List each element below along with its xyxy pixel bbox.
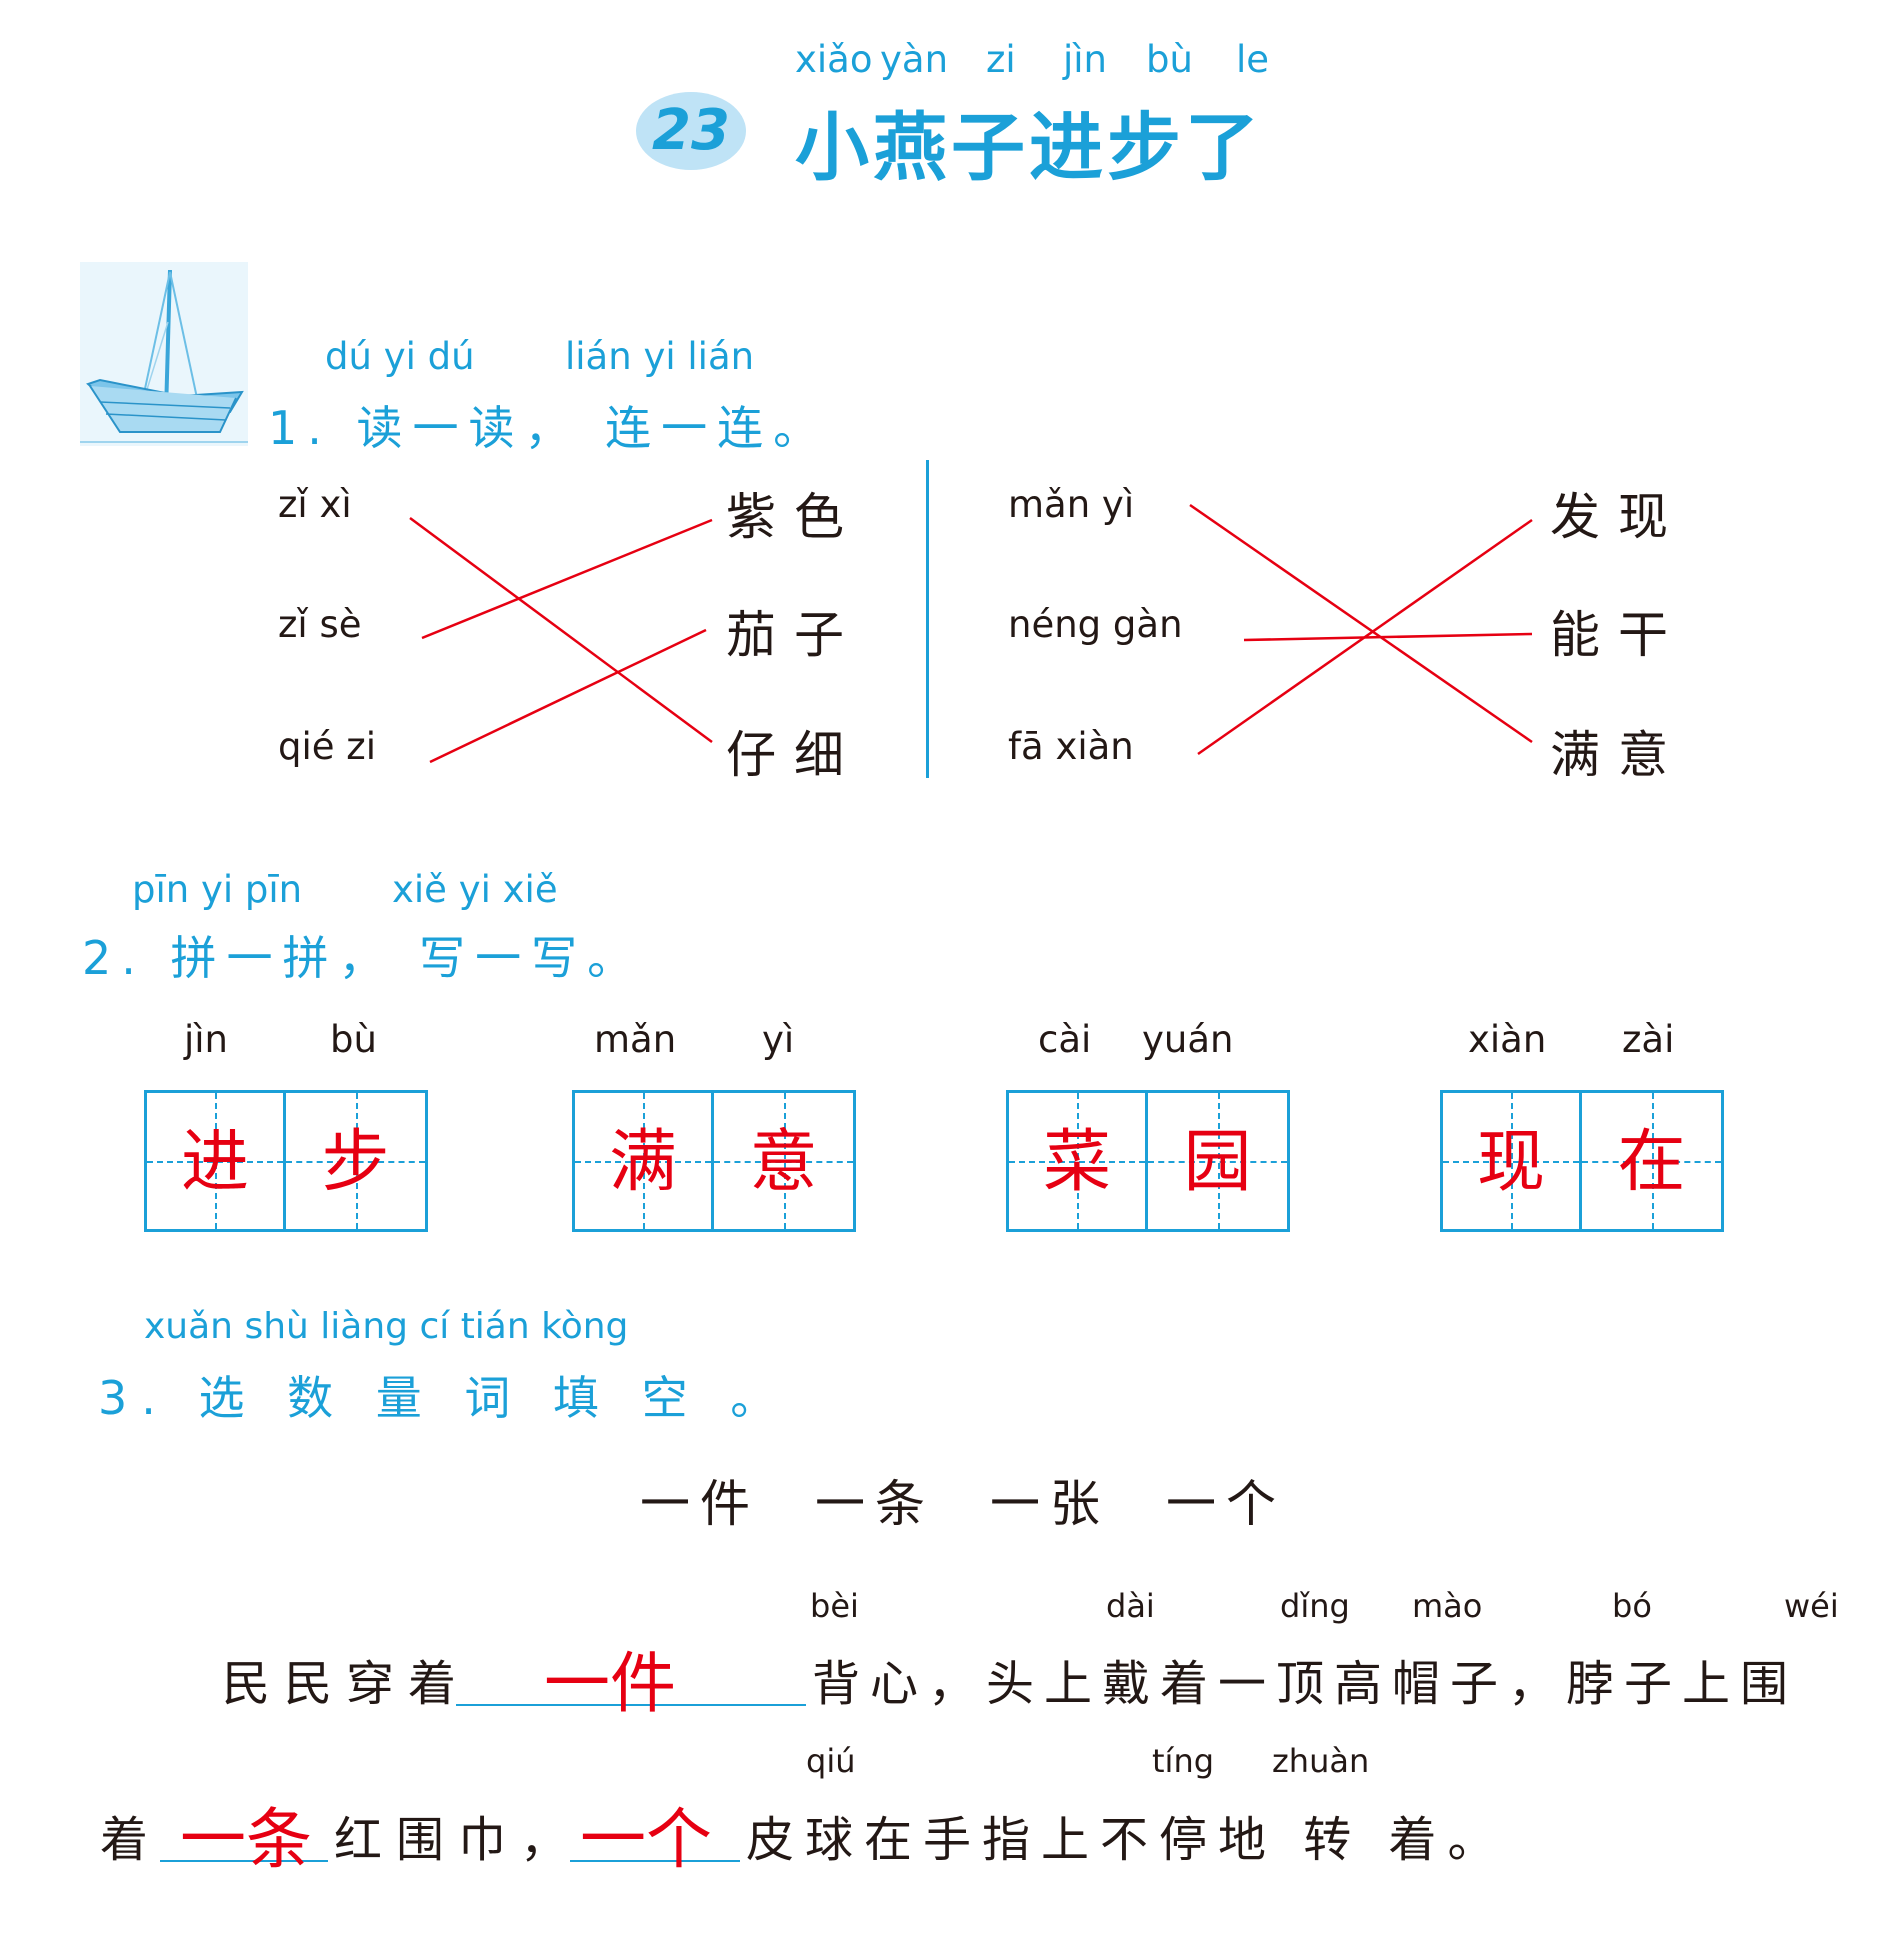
line2-blank-1[interactable]	[160, 1860, 328, 1862]
title-pinyin-6: le	[1236, 38, 1270, 81]
title-pinyin-1: xiǎo	[795, 38, 873, 81]
q2-item3-char-2: 园	[1183, 1123, 1252, 1202]
line2-pinyin-zhuan: zhuàn	[1272, 1742, 1370, 1780]
q1-left-word-3: 仔细	[726, 726, 862, 784]
line-zise-zise	[421, 518, 713, 640]
q1-left-word-2: 茄子	[726, 606, 862, 664]
q3-option-4: 一个	[1166, 1475, 1286, 1533]
q2-pinyin-spell: pīn yi pīn	[132, 868, 303, 911]
q2-item2-writing-grid: 满 意	[572, 1090, 856, 1232]
q2-item2-char-1: 满	[608, 1123, 677, 1202]
page-title: 小燕子进步了	[795, 105, 1263, 191]
line2-pinyin-qiu: qiú	[806, 1742, 856, 1780]
line1-pinyin-dai: dài	[1106, 1587, 1155, 1625]
q3-pinyin: xuǎn shù liàng cí tián kòng	[144, 1306, 629, 1347]
line2-start: 着	[100, 1812, 163, 1868]
q2-item1-pinyin-2: bù	[330, 1018, 377, 1061]
q2-item3-char-1: 菜	[1042, 1123, 1111, 1202]
line1-answer: 一件	[544, 1645, 676, 1722]
line-nenggan-nenggan	[1243, 632, 1533, 642]
q2-item2-pinyin-2: yì	[762, 1018, 795, 1061]
q1-pinyin-read: dú yi dú	[325, 335, 475, 378]
q2-item4-char-2: 在	[1617, 1123, 1686, 1202]
q1-right-pinyin-2: néng gàn	[1008, 603, 1183, 646]
q2-item4-char-1: 现	[1476, 1123, 1545, 1202]
q2-item4-pinyin-2: zài	[1622, 1018, 1675, 1061]
line1-after: 背心，头上戴着一顶高帽子，脖子上围	[812, 1656, 1799, 1712]
title-pinyin-3: zi	[986, 38, 1016, 81]
line-manyi-manyi	[1189, 503, 1533, 744]
line2-blank-2[interactable]	[570, 1860, 740, 1862]
q2-item3-writing-grid: 菜 园	[1006, 1090, 1290, 1232]
line1-blank[interactable]	[456, 1704, 806, 1706]
sailboat-icon	[80, 262, 248, 446]
line1-pinyin-mao: mào	[1412, 1587, 1483, 1625]
line2-answer-2: 一个	[580, 1801, 712, 1878]
q2-item4-writing-grid: 现 在	[1440, 1090, 1724, 1232]
q3-option-3: 一张	[990, 1475, 1110, 1533]
q1-right-word-2: 能干	[1550, 606, 1686, 664]
title-pinyin-5: bù	[1146, 38, 1193, 81]
q1-left-pinyin-1: zǐ xì	[278, 483, 352, 526]
q3-option-1: 一件	[640, 1475, 760, 1533]
line1-pinyin-ding: dǐng	[1280, 1587, 1350, 1625]
q1-left-word-1: 紫色	[726, 488, 862, 546]
q2-pinyin-write: xiě yi xiě	[392, 868, 558, 911]
q1-right-word-1: 发现	[1550, 488, 1686, 546]
line1-pinyin-wei: wéi	[1784, 1587, 1839, 1625]
q1-right-pinyin-3: fā xiàn	[1008, 725, 1134, 768]
line2-end: 皮球在手指上不停地 转 着。	[746, 1812, 1507, 1868]
q3-instruction: 3. 选 数 量 词 填 空 。	[98, 1371, 791, 1425]
line2-answer-1: 一条	[180, 1801, 312, 1878]
line1-pinyin-bo: bó	[1612, 1587, 1652, 1625]
line-qiezi-qiezi	[429, 628, 707, 764]
q2-item1-pinyin-1: jìn	[184, 1018, 229, 1061]
q2-item3-pinyin-2: yuán	[1142, 1018, 1234, 1061]
line1-before: 民民穿着	[222, 1656, 471, 1712]
line2-middle: 红围巾，	[334, 1812, 583, 1868]
title-pinyin-2: yàn	[880, 38, 949, 81]
q1-left-pinyin-3: qié zi	[278, 725, 376, 768]
q1-divider	[926, 460, 929, 778]
q1-pinyin-connect: lián yi lián	[565, 335, 755, 378]
q2-instruction: 2. 拼一拼， 写一写。	[82, 931, 644, 985]
q2-item1-char-2: 步	[321, 1123, 390, 1202]
title-pinyin-4: jìn	[1063, 38, 1108, 81]
line-faxian-faxian	[1197, 518, 1533, 756]
q2-item4-pinyin-1: xiàn	[1468, 1018, 1547, 1061]
lesson-number-badge: 23	[636, 92, 746, 170]
q2-item3-pinyin-1: cài	[1038, 1018, 1092, 1061]
line1-pinyin-bei: bèi	[810, 1587, 859, 1625]
q2-item2-pinyin-1: mǎn	[594, 1018, 677, 1061]
q2-item1-char-1: 进	[180, 1123, 249, 1202]
q1-right-word-3: 满意	[1550, 726, 1686, 784]
line2-pinyin-ting: tíng	[1152, 1742, 1215, 1780]
q1-left-pinyin-2: zǐ sè	[278, 603, 362, 646]
q3-option-2: 一条	[815, 1475, 935, 1533]
q2-item1-writing-grid: 进 步	[144, 1090, 428, 1232]
q2-item2-char-2: 意	[749, 1123, 818, 1202]
q1-right-pinyin-1: mǎn yì	[1008, 483, 1135, 526]
line-zixi-zaixi	[409, 516, 713, 744]
q1-instruction: 1. 读一读， 连一连。	[268, 401, 830, 455]
